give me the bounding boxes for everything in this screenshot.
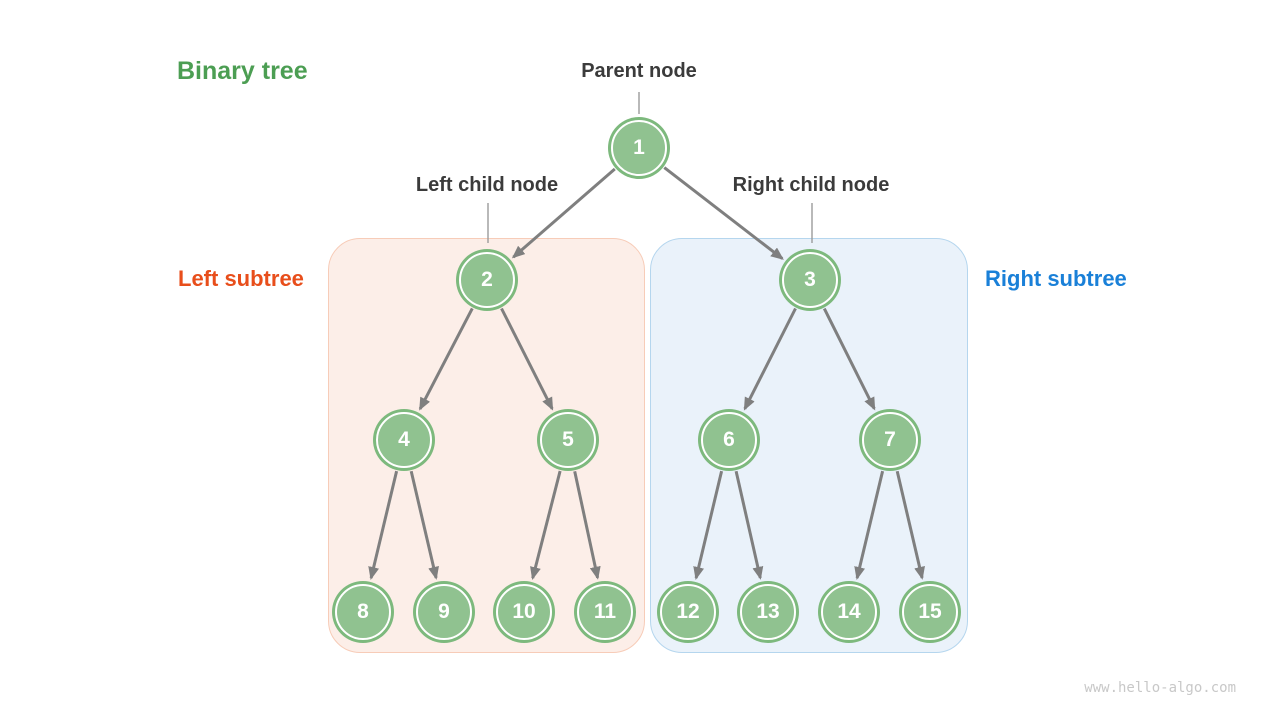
tree-node-8: 8 [335,584,391,640]
tree-node-1: 1 [611,120,667,176]
left-child-node-label: Left child node [415,174,559,196]
tree-node-7: 7 [862,412,918,468]
tree-node-6: 6 [701,412,757,468]
tree-edge-1-3 [663,166,784,260]
tree-node-10: 10 [496,584,552,640]
tree-node-14: 14 [821,584,877,640]
tree-node-12: 12 [660,584,716,640]
tree-node-5: 5 [540,412,596,468]
tree-edge-2-5 [500,307,554,411]
tree-node-3: 3 [782,252,838,308]
tree-node-2: 2 [459,252,515,308]
tree-edge-7-15 [895,470,925,580]
tree-edge-4-9 [409,470,439,580]
right-subtree-label: Right subtree [985,266,1127,291]
tree-node-13: 13 [740,584,796,640]
left-subtree-label: Left subtree [178,266,304,291]
tree-edge-3-6 [743,307,797,411]
tree-edge-4-8 [368,470,399,580]
tree-edge-3-7 [822,307,876,411]
tree-edge-6-12 [693,470,724,580]
tree-edge-1-2 [511,167,616,259]
parent-node-label: Parent node [581,60,697,82]
diagram-title: Binary tree [177,57,308,85]
tree-edge-5-10 [530,470,562,581]
tree-edge-5-11 [573,470,601,580]
tree-edge-2-4 [418,307,474,411]
tree-node-4: 4 [376,412,432,468]
right-child-node-label: Right child node [732,174,890,196]
tree-edge-6-13 [734,470,764,580]
tree-node-11: 11 [577,584,633,640]
watermark: www.hello-algo.com [1084,680,1236,696]
tree-node-15: 15 [902,584,958,640]
tree-node-9: 9 [416,584,472,640]
tree-edge-7-14 [854,470,885,580]
